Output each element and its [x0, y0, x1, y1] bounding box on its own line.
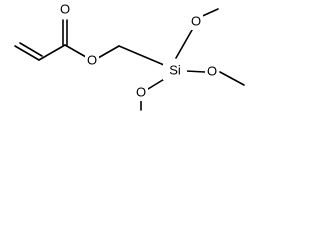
vinyl-double-bond-inner: [19, 42, 43, 57]
silicon-right-oxygen-bond: [185, 70, 206, 73]
silicon-label: Si: [169, 62, 181, 77]
methoxy-right-oxygen-label: O: [207, 63, 217, 78]
ester-oxygen-methylene-bond: [97, 45, 120, 59]
methoxy-top-oxygen-label: O: [191, 13, 201, 28]
right-methoxy-methyl-bond: [219, 71, 245, 86]
molecule-svg: O O Si O O O: [14, 1, 245, 111]
ester-oxygen-label: O: [87, 52, 97, 67]
atom-labels: O O Si O O O: [58, 1, 219, 101]
carbonyl-ester-oxygen-bond: [64, 44, 87, 58]
silicon-top-oxygen-bond: [175, 29, 193, 59]
structure-diagram: O O Si O O O: [0, 0, 250, 112]
carbonyl-oxygen-label: O: [60, 1, 70, 16]
bonds: [14, 8, 245, 111]
methoxy-bottom-oxygen-label: O: [136, 84, 146, 99]
methylene-silicon-bond: [118, 45, 165, 66]
vinyl-carbonyl-bond: [38, 44, 66, 61]
vinyl-double-bond-outer: [14, 45, 40, 61]
